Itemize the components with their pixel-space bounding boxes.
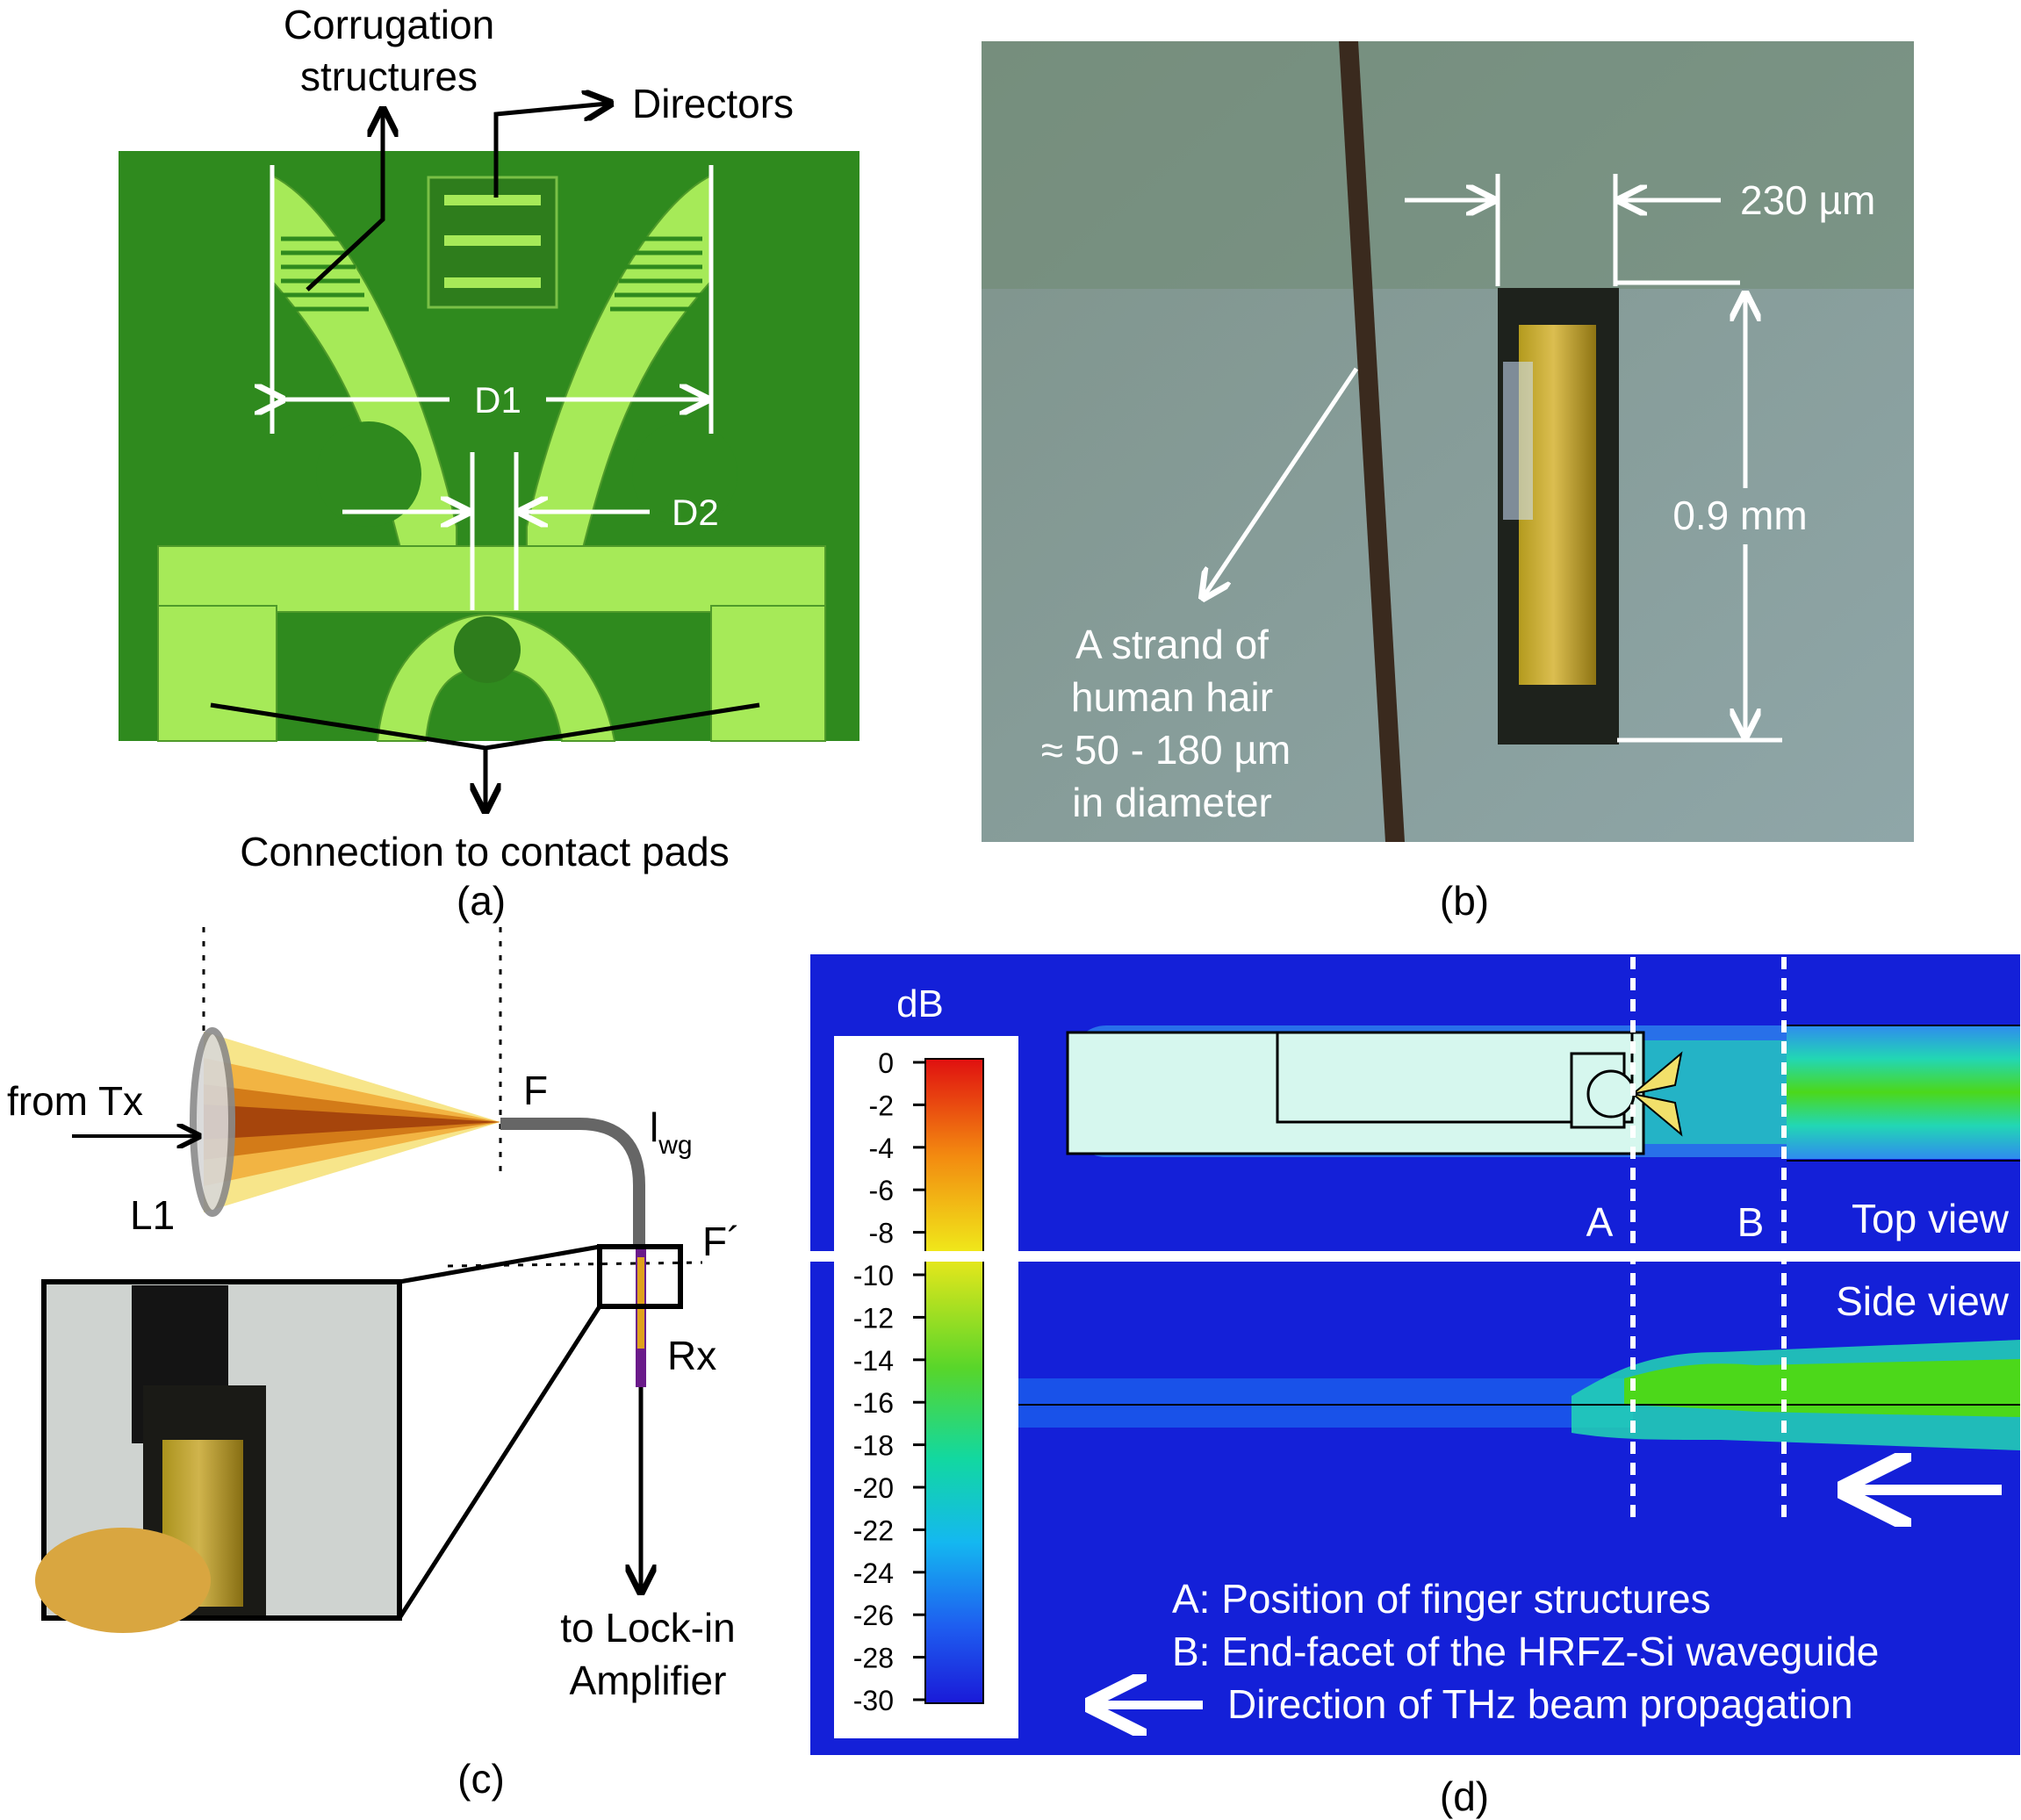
bowtie-antenna-top [1632,1051,1683,1137]
chip-outline-top [1066,1031,1645,1155]
corrugation-label-line1: Corrugation [284,2,494,47]
colorbar-unit: dB [896,982,944,1025]
hair-label-line4: in diameter [1072,780,1272,825]
colorbar-tick-label: -26 [853,1600,894,1631]
antenna-gap-pad [454,616,521,683]
legend-line2: B: End-facet of the HRFZ-Si waveguide [1172,1629,1879,1674]
corrugation-callout-arrow [306,112,383,291]
zoom-box [597,1244,683,1309]
hair-label-line2: human hair [1071,674,1273,720]
corrugation-structures [281,236,702,312]
lwg-label: lwg [650,1104,693,1160]
d2-label: D2 [672,492,719,533]
rx-label: Rx [667,1333,716,1378]
colorbar-tick-label: -16 [853,1387,894,1419]
colorbar-tick-label: -28 [853,1643,894,1674]
hair-callout-arrow [1205,367,1359,595]
f-prime-label: F´ [702,1219,740,1264]
panel-d: dB 0 -2 -4 -6 -8 -10 -12 -14 -16 -18 -20 -22 -24 -26 -… [810,954,2020,1819]
hair-label-line1: A strand of [1075,622,1269,667]
focused-beam-cone [204,1032,500,1212]
colorbar-tick-label: -8 [869,1218,894,1249]
panel-c: from Tx L1 F lwg F´ Rx to Lock-in Amplif… [7,927,740,1802]
side-view-beam [1018,1340,2020,1450]
dimension-d2 [342,452,650,610]
legend-line1: A: Position of finger structures [1172,1576,1711,1622]
directors-callout-arrow [493,104,608,198]
antenna-metal [157,174,826,742]
width-label: 230 µm [1740,177,1875,223]
l1-label: L1 [130,1192,175,1238]
colorbar [924,1058,984,1704]
director-bars [444,195,541,288]
d1-label: D1 [474,379,521,421]
colorbar-tick-label: -10 [853,1260,894,1291]
panel-b-caption: (b) [1440,878,1489,924]
panel-a-caption: (a) [457,878,506,924]
panel-b: 230 µm 0.9 mm A strand of human hair ≈ 5… [982,41,1914,924]
connection-callout [210,702,760,808]
colorbar-tick-label: 0 [878,1047,894,1079]
corrugation-label-line2: structures [300,54,478,99]
colorbar-tick-label: -20 [853,1472,894,1504]
side-view-label: Side view [1836,1278,2010,1324]
label-b: B [1737,1199,1765,1245]
length-label: 0.9 mm [1672,493,1807,538]
hair-strand [1339,41,1405,842]
colorbar-tick-label: -14 [853,1345,894,1377]
colorbar-tick-label: -4 [869,1133,894,1164]
connection-label: Connection to contact pads [240,829,729,874]
lockin-label-line2: Amplifier [570,1658,727,1703]
top-view-label: Top view [1852,1196,2010,1241]
colorbar-tick-label: -2 [869,1090,894,1121]
colorbar-ticks: 0 -2 -4 -6 -8 -10 -12 -14 -16 -18 -20 -22 -24 -26 -28 -… [853,1047,925,1716]
lens-l1 [190,1027,235,1217]
dimension-d1 [272,165,714,434]
colorbar-tick-label: -18 [853,1430,894,1462]
antenna-ring [1586,1069,1636,1119]
panel-d-caption: (d) [1440,1773,1489,1819]
from-tx-label: from Tx [7,1078,143,1124]
dimension-09mm [1617,297,1782,743]
label-a: A [1586,1199,1614,1245]
colorbar-tick-label: -24 [853,1557,894,1589]
reference-lines [1630,957,1787,1523]
waveguide-fiber [500,1118,645,1247]
f-label: F [523,1068,548,1113]
colorbar-tick-label: -12 [853,1302,894,1334]
colorbar-tick-label: -30 [853,1685,894,1716]
colorbar-tick-label: -22 [853,1514,894,1546]
directors-label: Directors [632,81,794,126]
lockin-label-line1: to Lock-in [560,1605,735,1651]
hair-label-line3: ≈ 50 - 180 µm [1041,727,1291,773]
colorbar-tick-label: -6 [869,1175,894,1206]
dimension-230 [1405,174,1740,286]
panel-a: D1 D2 Corrugation structures Directors C… [119,2,859,924]
panel-c-caption: (c) [457,1756,505,1802]
legend-line3: Direction of THz beam propagation [1227,1681,1853,1727]
